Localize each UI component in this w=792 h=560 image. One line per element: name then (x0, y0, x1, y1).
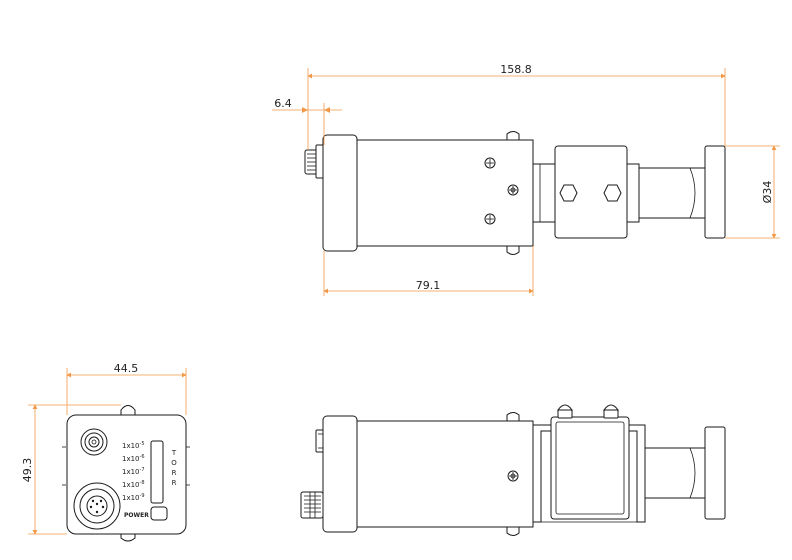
hex-nut-icon (603, 184, 622, 202)
scale-label: 1x10-8 (122, 480, 145, 489)
svg-text:R: R (172, 479, 177, 487)
dimension-flange-diameter: Ø34 (725, 145, 780, 239)
dimension-body-length-label: 79.1 (416, 279, 441, 292)
hex-nut-icon (559, 184, 578, 202)
dimension-overall-length: 158.8 (307, 63, 726, 150)
top-end-cap (322, 134, 358, 252)
side-bottom-bump (506, 526, 520, 536)
top-main-body (356, 139, 534, 247)
scale-label: 1x10-9 (122, 493, 145, 502)
screw-icon (484, 157, 496, 169)
side-end-cap (322, 415, 358, 533)
indicator-bar (150, 440, 164, 504)
svg-text:T: T (171, 449, 177, 457)
top-bump (506, 131, 520, 141)
side-main-body (356, 420, 534, 528)
svg-text:O: O (171, 459, 177, 467)
bottom-bump (506, 245, 520, 255)
dimension-front-height-label: 49.3 (21, 458, 34, 483)
side-flange (704, 426, 726, 520)
side-lower-connector (300, 491, 324, 519)
front-top-tab (120, 405, 136, 417)
scale-label: 1x10-6 (122, 454, 145, 463)
front-bottom-tab (120, 532, 136, 542)
side-top-bump (506, 412, 520, 422)
top-flange (704, 145, 726, 239)
large-connector-icon (73, 482, 121, 530)
bolt-icon (557, 404, 573, 419)
power-indicator (150, 506, 168, 521)
side-clamp-block (550, 416, 630, 520)
front-view: 1x10-5 1x10-6 1x10-7 1x10-8 1x10-9 T O R… (62, 405, 190, 542)
svg-text:R: R (172, 469, 177, 477)
side-upper-connector (315, 429, 325, 453)
dimension-front-height: 49.3 (21, 404, 121, 535)
power-label: POWER (124, 512, 149, 519)
dimension-front-width-label: 44.5 (114, 362, 139, 375)
side-view (300, 404, 726, 536)
dimension-flange-diameter-label: Ø34 (761, 181, 774, 204)
top-collar (626, 163, 640, 223)
dimension-overall-length-label: 158.8 (500, 63, 532, 76)
scale-label: 1x10-7 (122, 467, 145, 476)
screw-icon (507, 470, 519, 482)
side-tube (644, 447, 706, 499)
dimension-connector-offset: 6.4 (272, 97, 342, 145)
screw-icon (484, 213, 496, 225)
bolt-icon (603, 404, 619, 419)
pressure-scale: 1x10-5 1x10-6 1x10-7 1x10-8 1x10-9 (122, 441, 145, 502)
scale-label: 1x10-5 (122, 441, 145, 450)
top-view (304, 131, 726, 255)
unit-label: T O R R (171, 449, 177, 487)
screw-icon (507, 184, 519, 196)
top-neck (532, 163, 556, 223)
dimension-body-length: 79.1 (323, 246, 534, 296)
small-connector-icon (80, 428, 108, 456)
dimension-connector-offset-label: 6.4 (274, 97, 292, 110)
dimension-front-width: 44.5 (66, 362, 187, 415)
